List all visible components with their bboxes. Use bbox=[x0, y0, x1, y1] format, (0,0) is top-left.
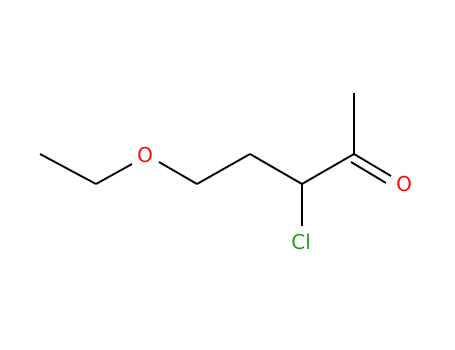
bond-c5-c6 bbox=[301, 153, 355, 185]
bond-c6-oxygen-double-b bbox=[350, 161, 387, 184]
bond-c4-c5 bbox=[249, 153, 303, 185]
bond-c2-oxygen bbox=[95, 163, 133, 185]
bond-c6-oxygen-double-a bbox=[353, 153, 392, 177]
atom-oxygen-ether: O bbox=[137, 143, 153, 167]
atom-oxygen-carbonyl: O bbox=[396, 172, 412, 196]
bond-c3-c4 bbox=[196, 153, 251, 185]
bond-c1-c2 bbox=[39, 153, 97, 185]
bond-oxygen-c3 bbox=[158, 161, 198, 185]
atom-chlorine: Cl bbox=[291, 230, 311, 254]
